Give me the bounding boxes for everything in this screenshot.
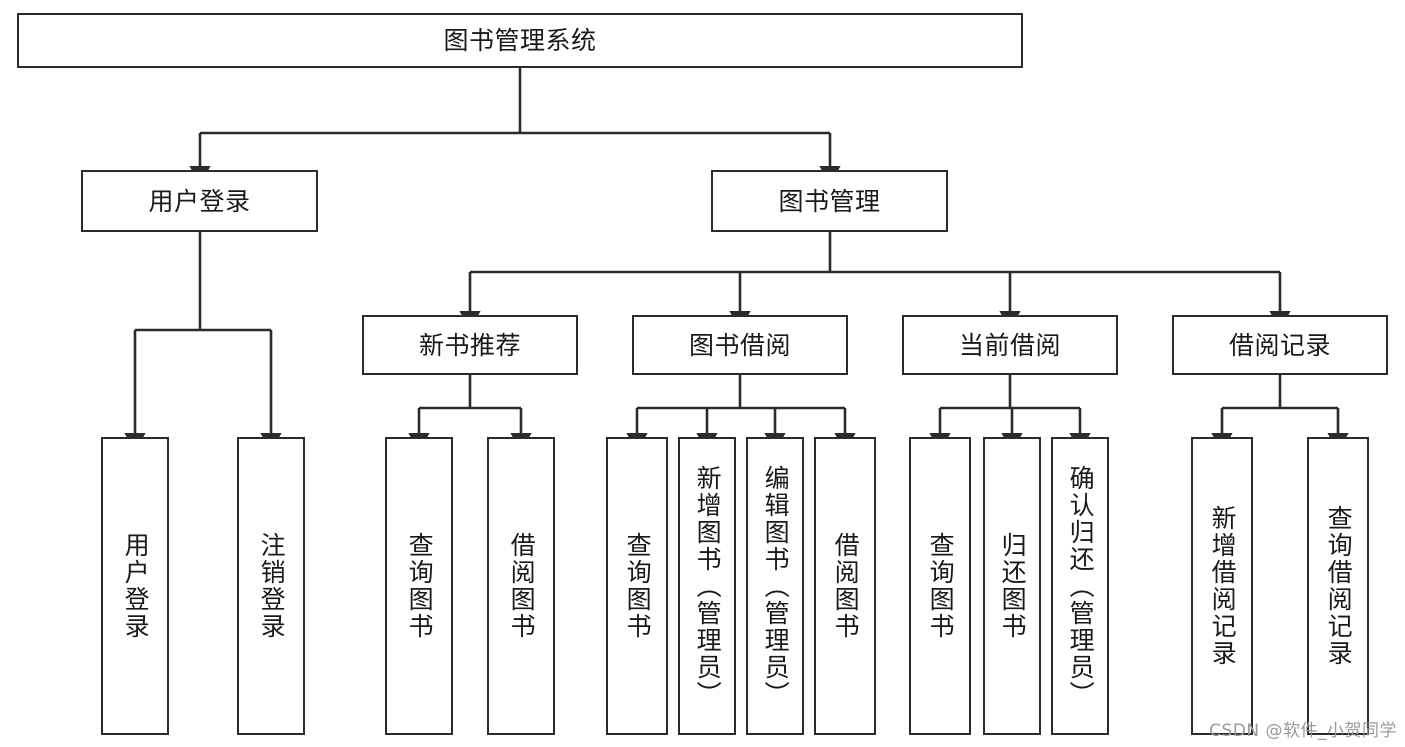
node-borrow[interactable]: 图书借阅 [632, 315, 848, 375]
node-records[interactable]: 借阅记录 [1172, 315, 1388, 375]
node-label: 新书推荐 [418, 330, 521, 360]
node-label: 查询图书 [926, 532, 956, 640]
node-label: 借阅图书 [831, 532, 861, 640]
node-leaf-bw-query[interactable]: 查询图书 [606, 437, 668, 735]
node-leaf-rec-query[interactable]: 查询借阅记录 [1307, 437, 1369, 735]
node-bookmgmt[interactable]: 图书管理 [711, 170, 948, 232]
node-leaf-bw-edit[interactable]: 编辑图书（管理员） [746, 437, 804, 735]
node-label: 图书借阅 [688, 330, 791, 360]
node-label: 查询图书 [405, 532, 435, 640]
node-leaf-bw-add[interactable]: 新增图书（管理员） [678, 437, 736, 735]
node-label: 图书管理 [778, 186, 881, 216]
node-label: 当前借阅 [958, 330, 1061, 360]
watermark: CSDN @软件_小贺同学 [1209, 721, 1397, 741]
node-leaf-nb-borrow[interactable]: 借阅图书 [487, 437, 555, 735]
node-label: 用户登录 [148, 186, 251, 216]
node-login[interactable]: 用户登录 [81, 170, 318, 232]
node-leaf-rec-add[interactable]: 新增借阅记录 [1191, 437, 1253, 735]
node-label: 图书管理系统 [443, 26, 597, 55]
node-label: 用户登录 [121, 532, 151, 640]
node-leaf-user-login[interactable]: 用户登录 [101, 437, 169, 735]
node-leaf-bw-borrow[interactable]: 借阅图书 [814, 437, 876, 735]
node-leaf-user-logout[interactable]: 注销登录 [237, 437, 305, 735]
node-leaf-cur-query[interactable]: 查询图书 [909, 437, 971, 735]
node-label: 新增图书（管理员） [693, 464, 723, 708]
node-label: 借阅记录 [1228, 330, 1331, 360]
node-root[interactable]: 图书管理系统 [17, 13, 1023, 68]
node-label: 新增借阅记录 [1208, 505, 1238, 667]
node-newbook[interactable]: 新书推荐 [362, 315, 578, 375]
node-label: 注销登录 [257, 532, 287, 640]
node-label: 编辑图书（管理员） [761, 464, 791, 708]
node-label: 查询借阅记录 [1324, 505, 1354, 667]
node-label: 确认归还（管理员） [1066, 464, 1096, 708]
edge-paths [124, 68, 1349, 453]
node-label: 借阅图书 [507, 532, 537, 640]
node-leaf-cur-confirm[interactable]: 确认归还（管理员） [1051, 437, 1109, 735]
node-label: 查询图书 [623, 532, 653, 640]
node-leaf-nb-query[interactable]: 查询图书 [385, 437, 453, 735]
node-leaf-cur-return[interactable]: 归还图书 [983, 437, 1041, 735]
node-label: 归还图书 [998, 532, 1028, 640]
node-current[interactable]: 当前借阅 [902, 315, 1118, 375]
